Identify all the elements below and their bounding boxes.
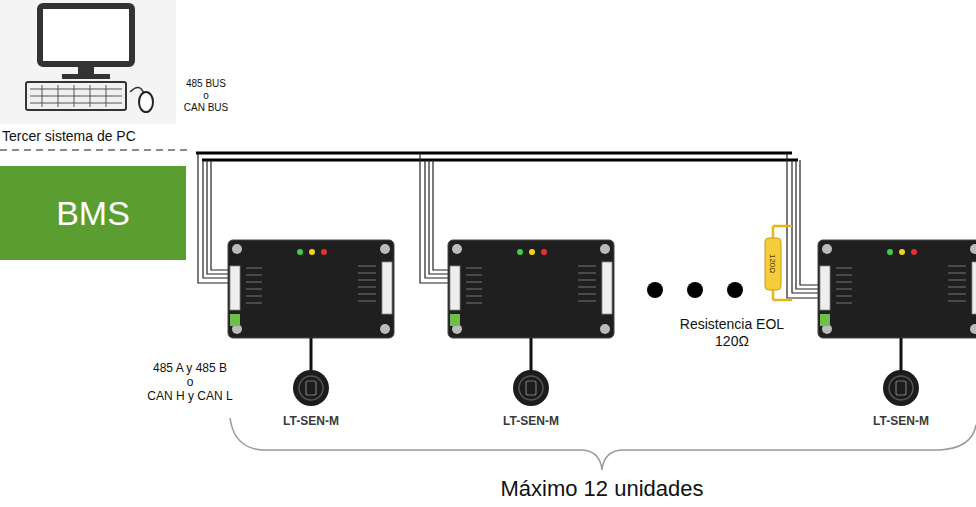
continuation-dots: [647, 282, 743, 298]
divider-line: [0, 149, 190, 151]
bus-line: [196, 152, 792, 155]
annotation-label: Máximo 12 unidades: [500, 476, 703, 501]
controller-module: [228, 240, 394, 372]
resistor-symbol: [765, 226, 792, 300]
sensor-icon: [291, 368, 331, 408]
resistor-value: 120Ω: [768, 254, 777, 273]
sensor-icon: [881, 368, 921, 408]
annotation-label: Resistencia EOL: [680, 316, 784, 332]
group-bracket: [230, 418, 976, 470]
bus-line: [202, 159, 798, 162]
sensor-node: LT-SEN-M: [500, 368, 562, 428]
sensor-label: LT-SEN-M: [280, 414, 342, 428]
annotation-label: CAN H y CAN L: [147, 390, 232, 404]
sensor-node: LT-SEN-M: [280, 368, 342, 428]
annotation-label: 120Ω: [715, 333, 749, 349]
bms-box: BMS: [0, 166, 186, 260]
annotation-label: o: [187, 376, 194, 390]
annotation-label: 485 BUS: [186, 78, 226, 90]
sensor-label: LT-SEN-M: [500, 414, 562, 428]
sensor-node: LT-SEN-M: [870, 368, 932, 428]
sensor-label: LT-SEN-M: [870, 414, 932, 428]
controller-module: [818, 240, 976, 372]
controller-module: [448, 240, 614, 372]
annotation-label: CAN BUS: [184, 102, 228, 114]
box-title: BMS: [56, 194, 130, 233]
pc-icon: [0, 0, 176, 124]
sensor-icon: [511, 368, 551, 408]
annotation-label: 485 A y 485 B: [153, 362, 227, 376]
annotation-label: Tercer sistema de PC: [2, 128, 136, 144]
annotation-label: o: [203, 90, 209, 102]
